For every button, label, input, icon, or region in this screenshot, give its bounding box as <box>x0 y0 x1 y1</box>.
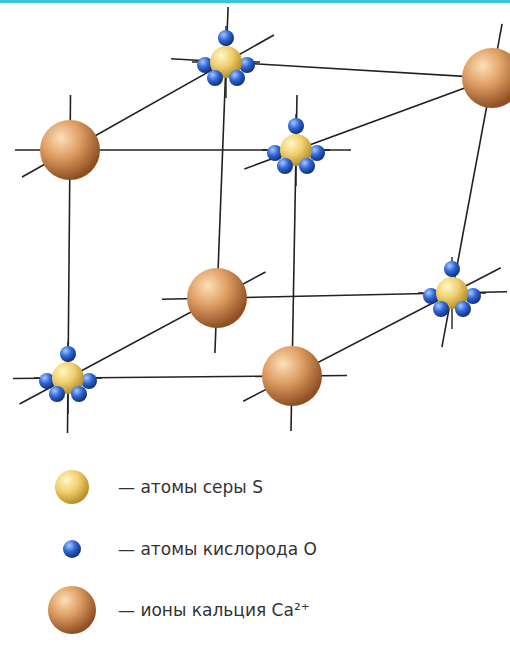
calcium-ion <box>462 48 510 108</box>
legend-text: — ионы кальция Ca²⁺ <box>118 600 310 620</box>
legend-text: — атомы серы S <box>118 477 263 497</box>
oxygen-atom <box>49 386 65 402</box>
oxygen-atom <box>444 261 460 277</box>
legend-text: — атомы кислорода O <box>118 539 317 559</box>
oxygen-atom <box>207 70 223 86</box>
sulfate-group <box>418 257 486 329</box>
oxygen-atom <box>288 118 304 134</box>
sulfate-group <box>34 342 102 414</box>
legend-sample <box>40 585 104 635</box>
calcium-sample <box>48 586 96 634</box>
sulfate-group <box>262 114 330 186</box>
calcium-ion <box>40 120 100 180</box>
legend-item: — ионы кальция Ca²⁺ <box>40 585 310 635</box>
oxygen-atom <box>455 301 471 317</box>
oxygen-atom <box>60 346 76 362</box>
oxygen-atom <box>277 158 293 174</box>
legend-sample <box>40 524 104 574</box>
oxygen-sample <box>63 540 81 558</box>
oxygen-atom <box>218 30 234 46</box>
sulfur-sample <box>55 470 89 504</box>
lattice-atoms <box>34 26 510 414</box>
legend-sample <box>40 462 104 512</box>
oxygen-atom <box>433 301 449 317</box>
calcium-ion <box>187 268 247 328</box>
calcium-ion <box>262 346 322 406</box>
legend-item: — атомы кислорода O <box>40 524 317 574</box>
top-rule <box>0 0 510 3</box>
oxygen-atom <box>299 158 315 174</box>
oxygen-atom <box>229 70 245 86</box>
legend-item: — атомы серы S <box>40 462 263 512</box>
sulfate-group <box>192 26 260 98</box>
oxygen-atom <box>71 386 87 402</box>
lattice-lines <box>13 7 510 433</box>
